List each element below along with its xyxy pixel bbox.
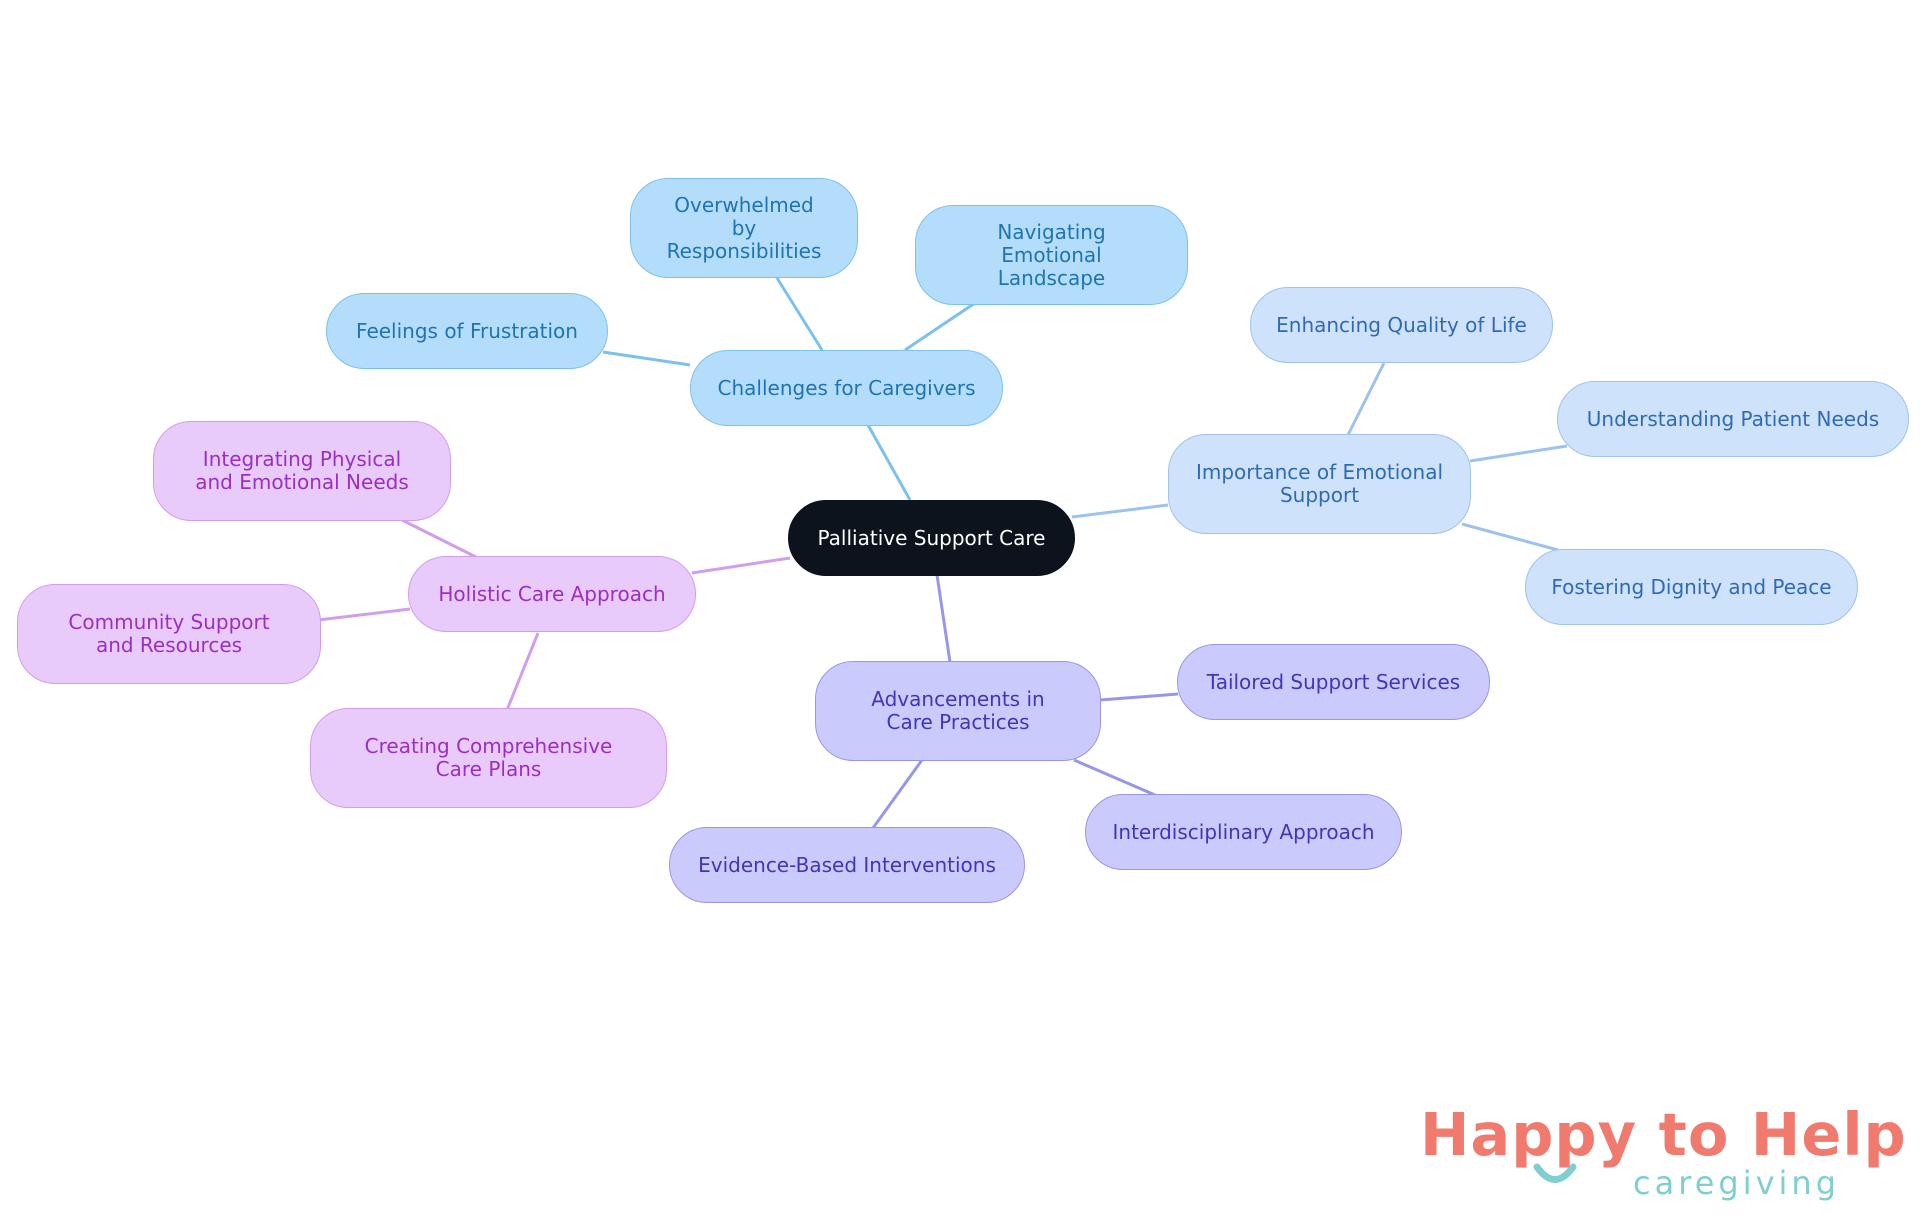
smile-icon — [1533, 1163, 1577, 1183]
connector-advancements-evidence — [871, 759, 924, 829]
connector-root-challenges — [866, 424, 912, 501]
branch-node-emotional-support: Importance of Emotional Support — [1168, 434, 1471, 534]
connector-holistic-integrating — [401, 518, 479, 560]
branch-node-holistic: Holistic Care Approach — [408, 556, 696, 632]
leaf-node-community: Community Support and Resources — [17, 584, 321, 684]
connector-advancements-interdisciplinary — [1073, 758, 1156, 797]
connector-emotional-dignity — [1461, 522, 1559, 552]
leaf-node-integrating: Integrating Physical and Emotional Needs — [153, 421, 451, 521]
leaf-node-quality-of-life: Enhancing Quality of Life — [1250, 287, 1553, 363]
branch-node-advancements: Advancements in Care Practices — [815, 661, 1101, 761]
brand-logo-tagline: caregiving — [1633, 1164, 1840, 1202]
connector-holistic-comprehensive — [505, 632, 540, 711]
leaf-node-frustration: Feelings of Frustration — [326, 293, 608, 369]
leaf-node-navigating: Navigating Emotional Landscape — [915, 205, 1188, 305]
leaf-node-tailored-services: Tailored Support Services — [1177, 644, 1490, 720]
connector-root-advancements — [935, 574, 952, 663]
connector-holistic-community — [317, 607, 411, 622]
leaf-node-comprehensive-plans: Creating Comprehensive Care Plans — [310, 708, 667, 808]
connector-challenges-overwhelmed — [775, 277, 824, 351]
brand-logo-wordmark: Happy to Help — [1420, 1100, 1907, 1169]
connector-challenges-frustration — [602, 350, 691, 367]
connector-emotional-quality — [1346, 362, 1386, 436]
leaf-node-overwhelmed: Overwhelmed by Responsibilities — [630, 178, 858, 278]
root-node: Palliative Support Care — [788, 500, 1075, 576]
connector-root-emotional — [1071, 503, 1169, 519]
leaf-node-patient-needs: Understanding Patient Needs — [1557, 381, 1909, 457]
leaf-node-evidence-based: Evidence-Based Interventions — [669, 827, 1025, 903]
connector-root-holistic — [691, 556, 791, 575]
leaf-node-dignity-peace: Fostering Dignity and Peace — [1525, 549, 1858, 625]
connector-advancements-tailored — [1099, 692, 1179, 702]
branch-node-challenges: Challenges for Caregivers — [690, 350, 1003, 426]
leaf-node-interdisciplinary: Interdisciplinary Approach — [1085, 794, 1402, 870]
brand-logo: Happy to Help caregiving — [1420, 1100, 1906, 1210]
connector-emotional-understanding — [1469, 444, 1568, 463]
connector-challenges-navigating — [904, 301, 976, 352]
